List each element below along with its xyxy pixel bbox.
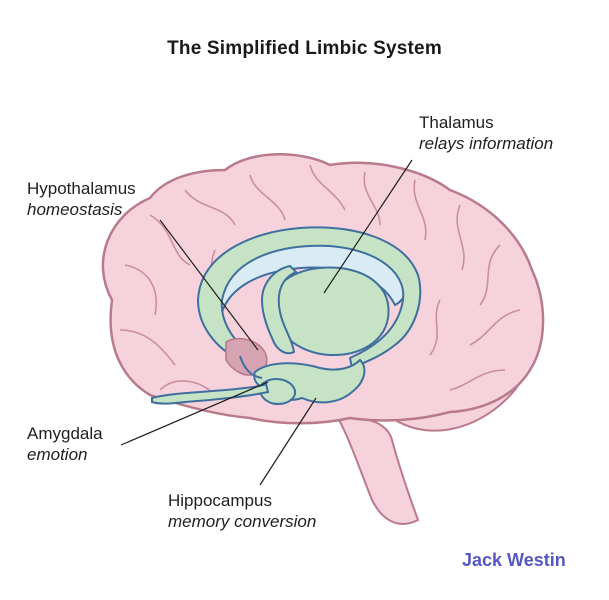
hypothalamus-name: Hypothalamus (27, 179, 136, 198)
thalamus-hook (260, 264, 298, 355)
hippocampus-leader (259, 397, 317, 486)
olfactory-tract (151, 382, 270, 405)
amygdala-label: Amygdala emotion (27, 423, 103, 465)
hypothalamus-label: Hypothalamus homeostasis (27, 178, 136, 220)
hypothalamus-leader (159, 219, 259, 351)
amygdala-description: emotion (27, 445, 88, 464)
thalamus-label: Thalamus relays information (419, 112, 553, 154)
hippocampus-label: Hippocampus memory conversion (168, 490, 316, 532)
thalamus-shape (270, 266, 390, 357)
diagram-title: The Simplified Limbic System (167, 38, 442, 59)
thalamus-leader (323, 159, 413, 294)
amygdala-name: Amygdala (27, 424, 103, 443)
fornix-arc (196, 226, 422, 370)
brand-logo-text: Jack Westin (462, 550, 566, 570)
fornix-link (239, 355, 263, 379)
amygdala-shape (259, 378, 296, 406)
thalamus-description: relays information (419, 134, 554, 153)
thalamus-name: Thalamus (419, 113, 494, 132)
hippocampus-description: memory conversion (168, 512, 317, 531)
amygdala-leader (120, 381, 269, 446)
leader-lines (120, 159, 413, 486)
hippocampus-name: Hippocampus (168, 491, 272, 510)
brainstem (336, 416, 420, 525)
hypothalamus-description: homeostasis (27, 200, 123, 219)
